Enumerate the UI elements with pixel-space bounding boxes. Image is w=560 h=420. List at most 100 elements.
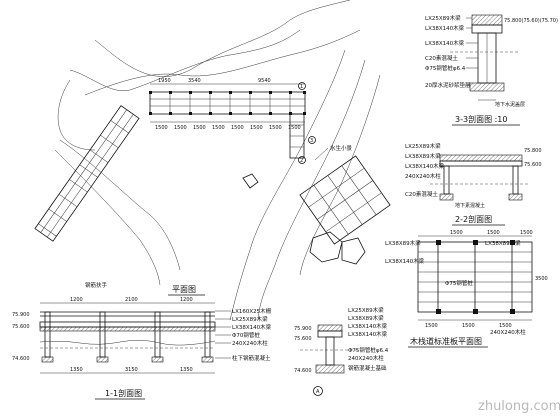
svg-text:LX38X140木梁: LX38X140木梁 (405, 162, 445, 170)
deck-standard-plan: 1500 1500 1500 1500 1500 1500 LX38X89木梁 … (385, 230, 548, 348)
level-text: 75.800 (524, 148, 542, 154)
svg-text:钢筋混凝土基础: 钢筋混凝土基础 (348, 364, 387, 372)
elevation-1-1-title: 1-1剖面图 (105, 388, 142, 398)
svg-text:柱下钢筋混凝土: 柱下钢筋混凝土 (232, 354, 271, 362)
boardwalk-deck (149, 91, 306, 115)
section-2-2-callouts: LX25X89木梁 LX38X89木梁 LX38X140木梁 240X240木柱… (405, 142, 445, 198)
contour-line (54, 149, 161, 286)
section-marker: 1 (300, 84, 303, 90)
contour-line (94, 0, 351, 77)
svg-text:LX38X140木梁: LX38X140木梁 (348, 322, 388, 330)
dim-text: 1500 (269, 125, 282, 131)
dim-text: 1500 (462, 323, 475, 329)
dim-text: 1500 (425, 323, 438, 329)
contour-line (257, 59, 366, 321)
dim-text: 1500 (193, 125, 206, 131)
svg-text:20厚水泥砂浆垫层: 20厚水泥砂浆垫层 (425, 81, 471, 89)
svg-text:C20素混凝土: C20素混凝土 (405, 190, 438, 198)
site-plan: 1950 3540 9540 1500 1500 1500 1500 1500 … (34, 0, 391, 321)
svg-text:Φ75钢管桩φ6.4: Φ75钢管桩φ6.4 (425, 64, 466, 72)
dim-text: 1500 (288, 125, 301, 131)
detail-marker: A (316, 389, 320, 395)
level-text: 75.600 (524, 162, 542, 168)
svg-text:C20素混凝土: C20素混凝土 (425, 54, 458, 62)
svg-text:LX38X140木梁: LX38X140木梁 (232, 323, 272, 331)
section-marker: 2 (300, 158, 303, 164)
rock (341, 237, 366, 265)
svg-text:LX25X89木梁: LX25X89木梁 (348, 306, 384, 314)
section-3-3: LX25X89木梁 LX38X140木梁 LX38X140木梁 C20素混凝土 … (425, 14, 558, 126)
dim-text: 1200 (180, 297, 193, 303)
bottom-note: 地下水泥盖层 (495, 101, 525, 108)
svg-text:LX160X25木栅: LX160X25木栅 (232, 307, 272, 315)
contour-line (84, 29, 361, 96)
svg-text:LX25X89木梁: LX25X89木梁 (425, 14, 461, 22)
svg-text:LX38X89木梁: LX38X89木梁 (348, 314, 384, 322)
detail-mid-callouts: LX25X89木梁 LX38X89木梁 LX38X140木梁 LX38X140木… (348, 306, 389, 372)
deck-posts (149, 91, 306, 115)
svg-text:LX38X140木梁: LX38X140木梁 (425, 39, 465, 47)
dim-text: 1500 (487, 230, 500, 236)
viewing-platform (299, 155, 391, 245)
svg-text:LX38X89木梁: LX38X89木梁 (485, 239, 521, 247)
dim-text: 1500 (450, 230, 463, 236)
rock (309, 231, 343, 263)
dim-text: 1500 (520, 230, 533, 236)
svg-text:240X240木柱: 240X240木柱 (232, 339, 268, 347)
svg-text:LX38X140木梁: LX38X140木梁 (425, 24, 465, 32)
level-text: 74.600 (12, 356, 30, 362)
svg-text:LX38X140木梁: LX38X140木梁 (385, 257, 425, 265)
detail-mid: LX25X89木梁 LX38X89木梁 LX38X140木梁 LX38X140木… (294, 306, 389, 396)
section-2-2-title: 2-2剖面图 (455, 214, 492, 224)
section-3-3-callouts: LX25X89木梁 LX38X140木梁 LX38X140木梁 C20素混凝土 … (425, 14, 478, 89)
dim-text: 3540 (188, 78, 201, 84)
svg-text:LX38X140木梁: LX38X140木梁 (348, 330, 388, 338)
contour-line (69, 29, 301, 92)
dim-text: 2100 (125, 297, 138, 303)
dim-text: 1350 (180, 367, 193, 373)
dim-text: 9540 (258, 78, 271, 84)
level-text: 75.600 (294, 336, 312, 342)
pond-callout: 水生小景 (330, 144, 353, 152)
dim-text: 1200 (70, 297, 83, 303)
dim-text: 1350 (70, 367, 83, 373)
svg-text:240X240木柱: 240X240木柱 (405, 172, 441, 180)
deck-plan-callouts: LX38X89木梁 LX38X89木梁 LX38X140木梁 Φ75钢管桩 24… (385, 239, 526, 336)
deck-plan-title: 木栈道标准板平面图 (410, 336, 482, 346)
boardwalk-diagonal (34, 105, 140, 242)
dim-text: 1500 (174, 125, 187, 131)
watermark: zhulong.com (478, 399, 560, 414)
section-3-3-title: 3-3剖面图 :10 (455, 114, 507, 124)
svg-text:LX38X89木梁: LX38X89木梁 (385, 239, 421, 247)
dim-text: 1500 (250, 125, 263, 131)
svg-text:240X240木柱: 240X240木柱 (490, 328, 526, 336)
bottom-note: 地下素混凝土 (455, 202, 485, 209)
svg-text:LX38X89木梁: LX38X89木梁 (405, 152, 441, 160)
level-text: 75.900 (12, 312, 30, 318)
elevation-callouts: LX160X25木栅 LX25X89木梁 LX38X140木梁 Φ70钢管桩 2… (215, 307, 272, 362)
contour-line (59, 139, 181, 271)
svg-text:Φ70钢管桩: Φ70钢管桩 (232, 331, 260, 339)
contour-line (57, 79, 96, 151)
dim-text: 1500 (155, 125, 168, 131)
dim-text: 1500 (499, 323, 512, 329)
dim-text: 3150 (125, 367, 138, 373)
level-text: 75.800(75.60)(75.70) (504, 18, 558, 24)
svg-text:Φ75钢管桩: Φ75钢管桩 (445, 279, 473, 287)
level-text: 74.600 (294, 368, 312, 374)
level-text: 75.600 (12, 324, 30, 330)
svg-text:LX25X89木梁: LX25X89木梁 (405, 142, 441, 150)
contour-line (229, 49, 346, 321)
deck-planks (150, 92, 305, 114)
elevation-1-1: 1200 2100 1200 钢筋扶手 1350 3150 1350 75.90… (12, 281, 272, 400)
svg-text:Φ75钢管桩φ6.4: Φ75钢管桩φ6.4 (348, 346, 389, 354)
dim-text: 3500 (535, 276, 548, 282)
section-marker: 3 (310, 138, 313, 144)
dim-text: 1500 (212, 125, 225, 131)
rock (242, 173, 259, 189)
level-text: 75.900 (294, 326, 312, 332)
svg-text:240X240木柱: 240X240木柱 (348, 354, 384, 362)
handrail-note: 钢筋扶手 (85, 281, 108, 289)
